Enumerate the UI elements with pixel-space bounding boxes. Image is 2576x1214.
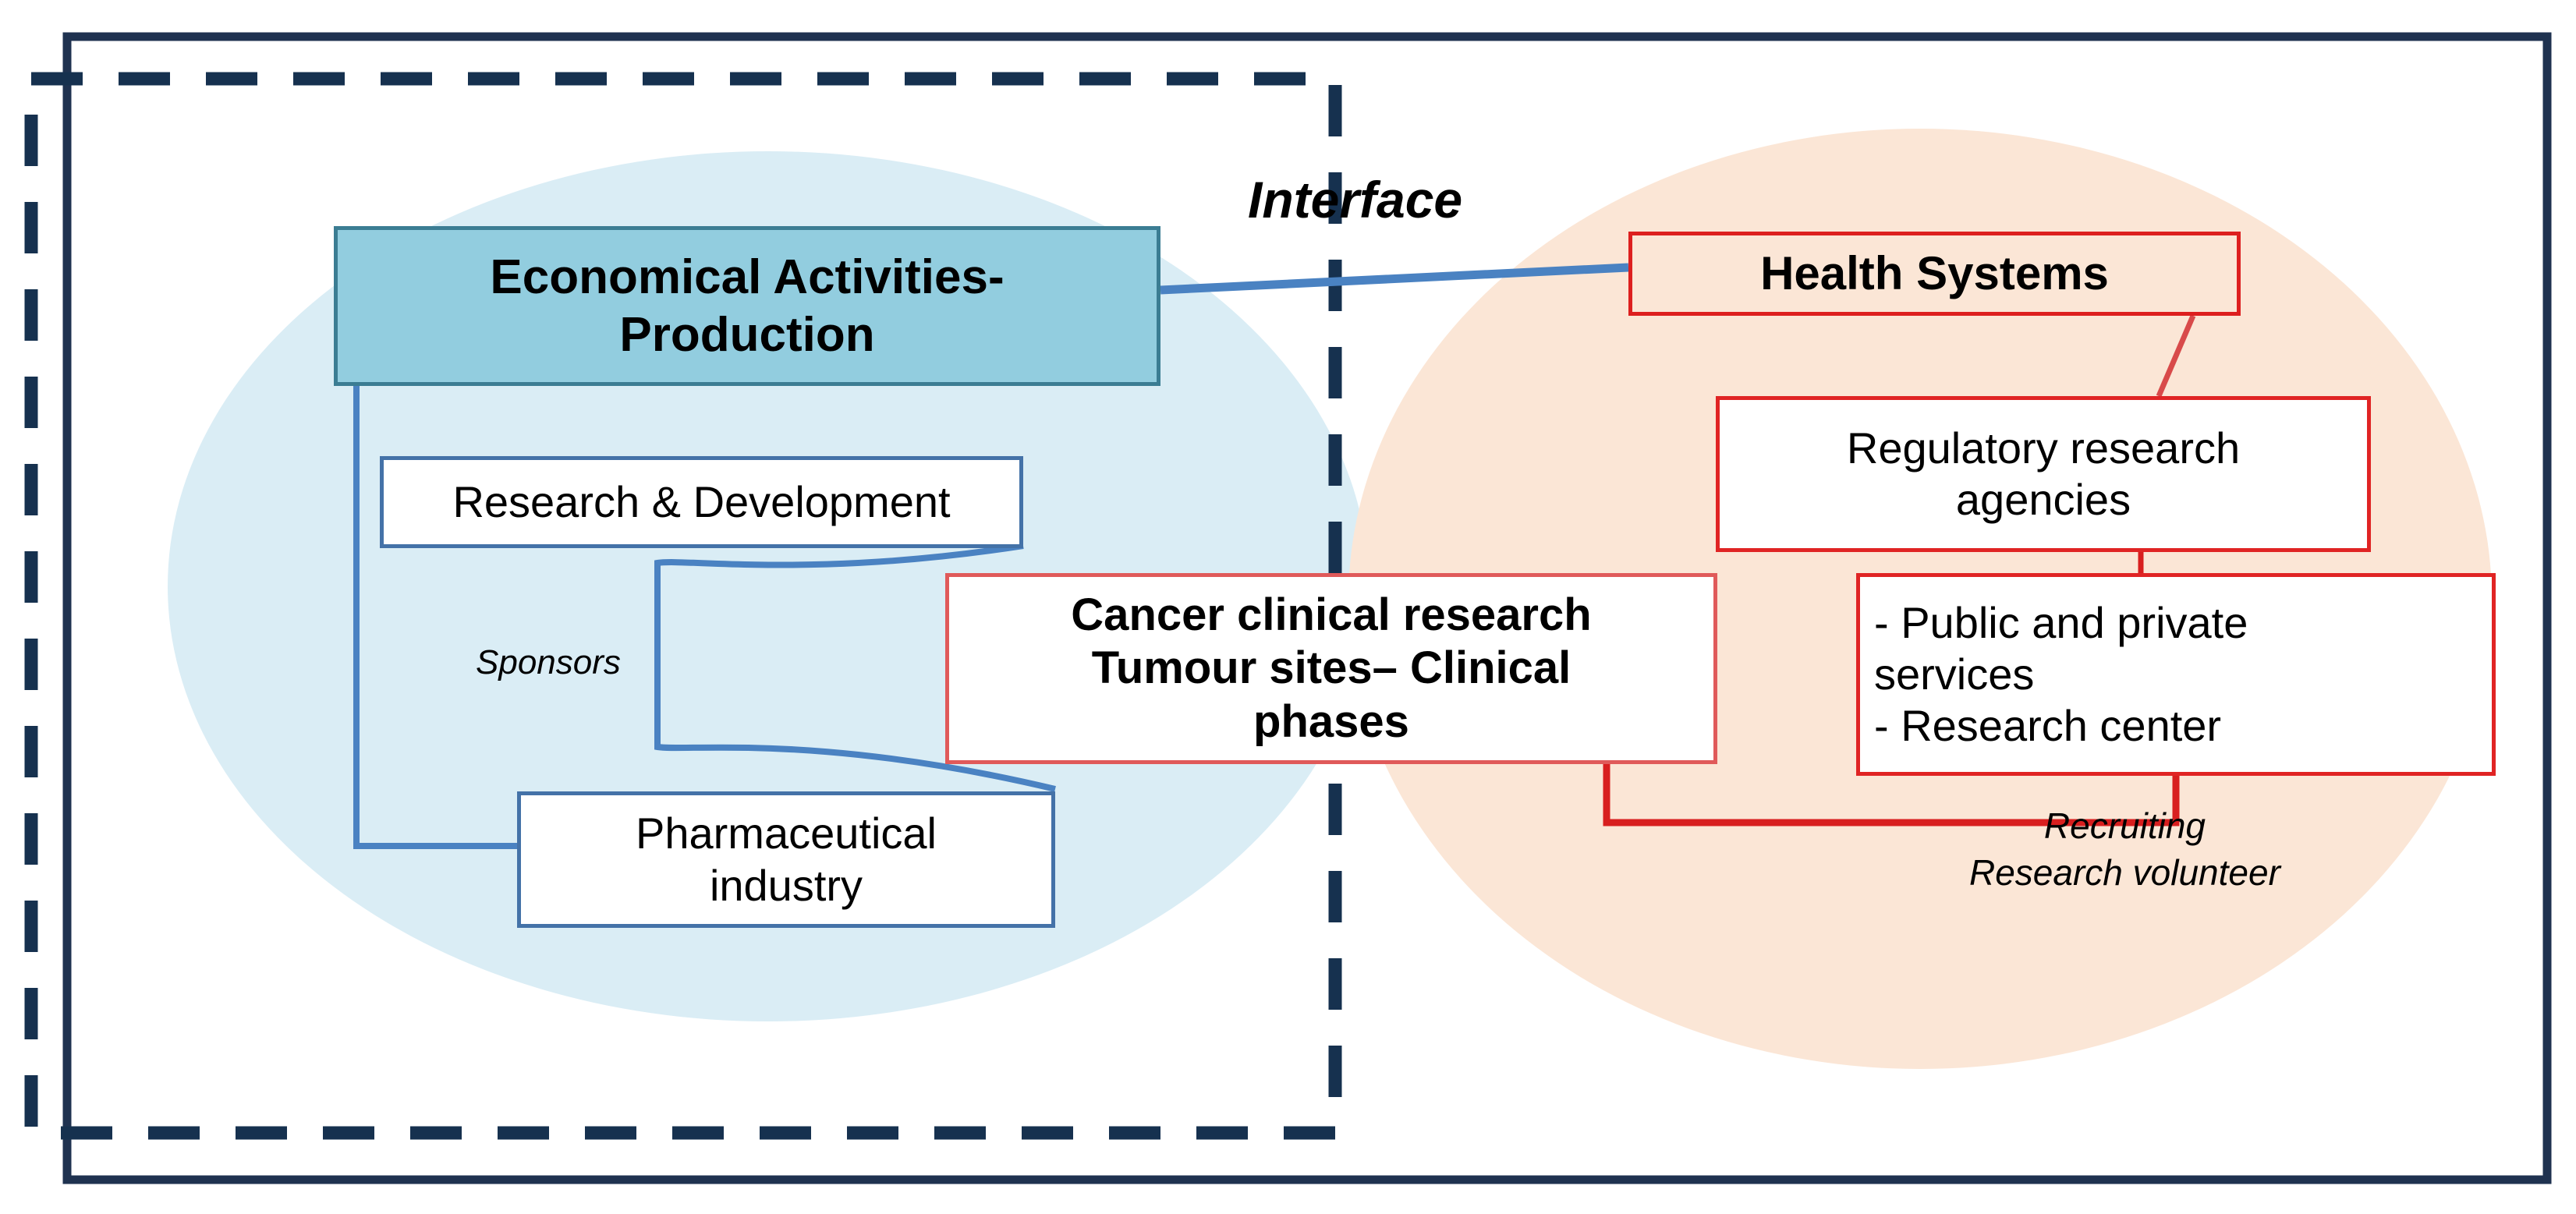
outer-frame (62, 32, 2552, 1184)
node-health-systems[interactable]: Health Systems (1628, 232, 2241, 316)
connector-sponsors-bracket (654, 543, 1056, 792)
connector-recruiting-arrow (1550, 693, 2180, 826)
label-sponsors: Sponsors (476, 643, 621, 681)
node-economical-activities-production[interactable]: Economical Activities- Production (334, 226, 1160, 386)
node-cancer-clinical-research[interactable]: Cancer clinical research Tumour sites– C… (945, 573, 1717, 764)
label-recruiting-research-volunteer: Recruiting Research volunteer (1969, 805, 2280, 893)
connector-econ-to-pharma (353, 278, 517, 849)
connector-econ-to-health (1160, 263, 1629, 295)
dashed-frame (24, 72, 1342, 1140)
label-interface: Interface (1248, 171, 1463, 228)
node-regulatory-research-agencies[interactable]: Regulatory research agencies (1716, 396, 2371, 552)
node-research-and-development[interactable]: Research & Development (380, 456, 1023, 548)
connector-health-to-agencies (2156, 314, 2196, 398)
node-pharmaceutical-industry[interactable]: Pharmaceutical industry (517, 791, 1055, 928)
node-public-private-services[interactable]: - Public and private services - Research… (1856, 573, 2496, 776)
